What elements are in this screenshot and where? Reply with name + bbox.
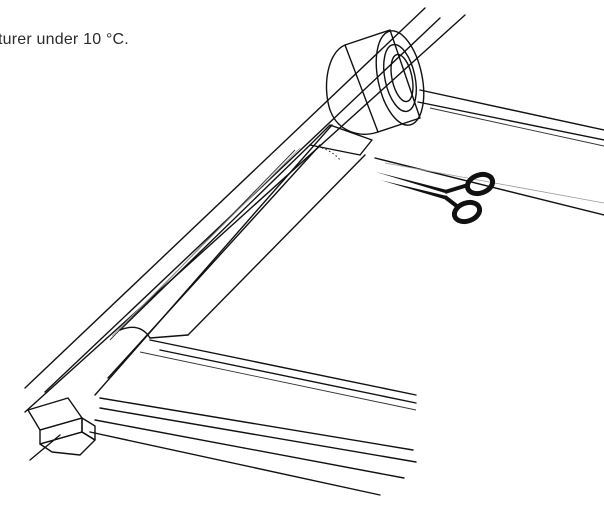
frame-corner-clip xyxy=(27,397,96,456)
tape-strip xyxy=(109,124,373,341)
scissors xyxy=(376,171,496,225)
tape-roll xyxy=(325,29,425,135)
window-frame xyxy=(24,7,604,496)
instruction-text: turer under 10 °C. xyxy=(0,31,129,48)
